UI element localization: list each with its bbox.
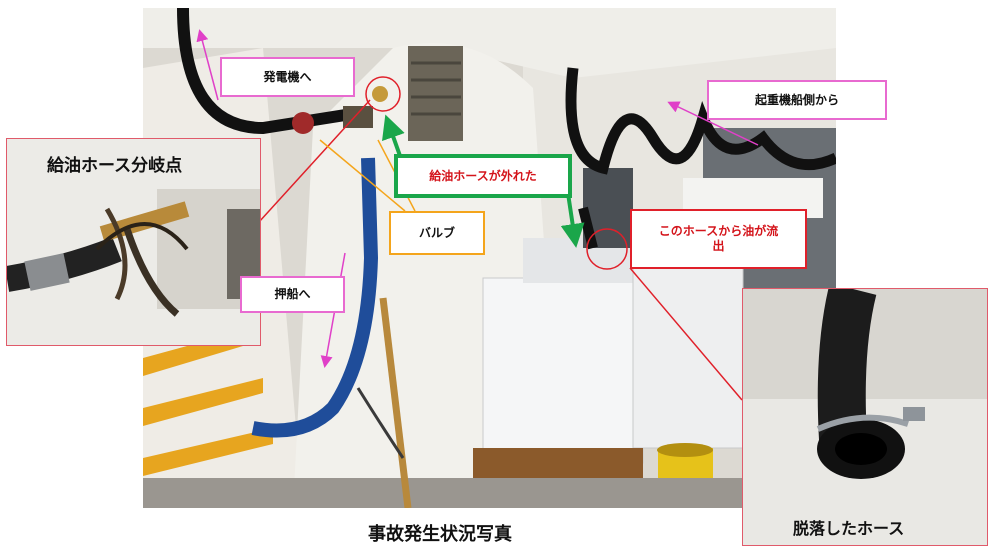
label-oil-leak: このホースから油が流出 xyxy=(630,209,807,269)
label-from-crane-ship: 起重機船側から xyxy=(707,80,887,120)
label-to-generator: 発電機へ xyxy=(220,57,355,97)
label-oil-leak-text: このホースから油が流出 xyxy=(658,224,779,253)
label-to-pusher: 押船へ xyxy=(240,276,345,313)
inset-detached-hose: 脱落したホース xyxy=(742,288,988,546)
figure-caption: 事故発生状況写真 xyxy=(368,524,512,545)
label-valve: バルブ xyxy=(389,211,485,255)
inset-branch-title: 給油ホース分岐点 xyxy=(47,156,183,176)
hose-photo xyxy=(743,289,987,545)
inset-hose-title: 脱落したホース xyxy=(793,519,905,538)
inset-branch-point: 給油ホース分岐点 xyxy=(6,138,261,346)
label-hose-detached: 給油ホースが外れた xyxy=(394,154,572,198)
